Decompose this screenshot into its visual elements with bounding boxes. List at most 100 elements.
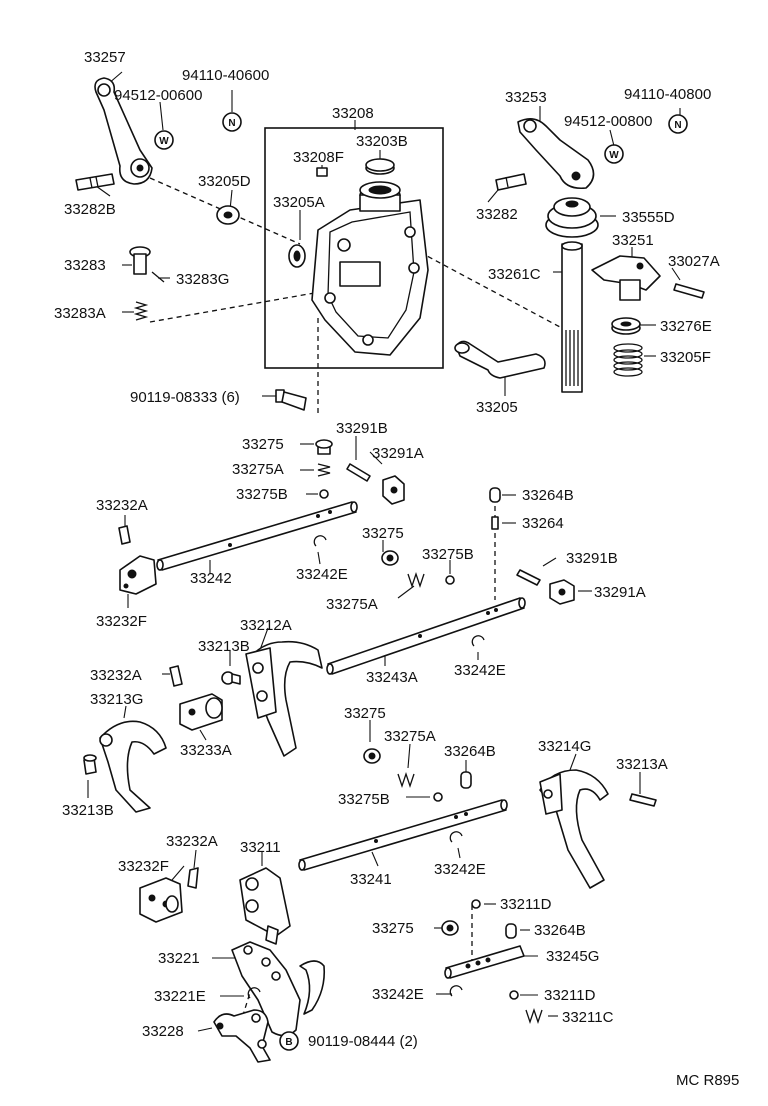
label-90119-08444: 90119-08444 (2)	[308, 1033, 418, 1050]
label-33242E-b: 33242E	[454, 662, 506, 679]
detent-plug-33275-d	[441, 920, 459, 936]
label-33243A: 33243A	[366, 669, 418, 686]
pin-33264B-a	[489, 487, 501, 503]
label-33242E-a: 33242E	[296, 566, 348, 583]
label-33221: 33221	[158, 950, 200, 967]
label-33213B-b: 33213B	[62, 802, 114, 819]
label-33208: 33208	[332, 105, 374, 122]
label-33264B-c: 33264B	[534, 922, 586, 939]
pin-33282	[495, 173, 527, 191]
part-labels: 33257 94110-40600 94512-00600 33282B 332…	[54, 49, 739, 1089]
label-94512-00600: 94512-00600	[114, 87, 202, 104]
label-33205D: 33205D	[198, 173, 251, 190]
bolt-33213B-b	[83, 754, 97, 775]
shift-head-33232F	[119, 555, 157, 595]
label-33291A-b: 33291A	[594, 584, 646, 601]
label-33203B: 33203B	[356, 133, 408, 150]
snap-ring-33242E-c	[449, 831, 463, 843]
label-33208F: 33208F	[293, 149, 344, 166]
pin-33283G	[151, 271, 165, 283]
label-33251: 33251	[612, 232, 654, 249]
shift-fork-33214G	[539, 769, 609, 889]
label-94512-00800: 94512-00800	[564, 113, 652, 130]
label-33211C: 33211C	[562, 1009, 614, 1026]
label-33275A-b: 33275A	[326, 596, 378, 613]
oil-seal-33205A	[288, 244, 306, 268]
shift-rail-33241	[298, 799, 508, 871]
snap-ring-33242E-d	[449, 985, 463, 997]
pin-33264	[491, 516, 499, 530]
spring-33275A-b	[407, 571, 425, 589]
shift-shaft-33261C	[561, 241, 583, 393]
svg-text:W: W	[159, 136, 169, 147]
label-33275-c: 33275	[344, 705, 386, 722]
bolt-33213B-a	[221, 671, 241, 685]
label-33205A: 33205A	[273, 194, 325, 211]
housing-group-box	[264, 127, 444, 369]
svg-text:B: B	[285, 1037, 292, 1048]
label-33211D-b: 33211D	[544, 987, 596, 1004]
label-33242E-d: 33242E	[372, 986, 424, 1003]
label-33245G: 33245G	[546, 948, 599, 965]
label-33232A-c: 33232A	[166, 833, 218, 850]
svg-text:W: W	[609, 150, 619, 161]
shift-fork-33221	[231, 941, 326, 1037]
label-94110-40600: 94110-40600	[182, 67, 269, 84]
label-90119-08333: 90119-08333 (6)	[130, 389, 240, 406]
label-33264B-b: 33264B	[444, 743, 496, 760]
detent-plug-33275-c	[363, 748, 381, 764]
label-33555D: 33555D	[622, 209, 675, 226]
seal-33203B	[365, 158, 395, 175]
symbol-n-40800: N	[668, 114, 688, 134]
label-33212A: 33212A	[240, 617, 292, 634]
label-33264B-a: 33264B	[522, 487, 574, 504]
ball-33275B-b	[445, 575, 455, 585]
label-33241: 33241	[350, 871, 392, 888]
ball-33211D-a	[471, 899, 481, 909]
ball-33275B-c	[433, 792, 443, 802]
snap-ring-33242E-b	[471, 635, 485, 647]
shift-lever-33257	[94, 77, 153, 185]
label-33205: 33205	[476, 399, 518, 416]
label-33211D-a: 33211D	[500, 896, 552, 913]
spring-33205F	[613, 343, 643, 377]
label-33275-d: 33275	[372, 920, 414, 937]
svg-text:N: N	[228, 118, 235, 129]
label-33213G: 33213G	[90, 691, 143, 708]
label-33213B-a: 33213B	[198, 638, 250, 655]
label-33275-b: 33275	[362, 525, 404, 542]
label-33283A: 33283A	[54, 305, 106, 322]
label-33213A: 33213A	[616, 756, 668, 773]
label-33264: 33264	[522, 515, 564, 532]
lever-33228	[213, 1009, 271, 1063]
shift-fork-33213G	[99, 720, 167, 813]
label-33232F-b: 33232F	[118, 858, 169, 875]
pin-33232A-b	[169, 665, 183, 687]
spring-33275A-top	[317, 463, 331, 477]
pin-33264B-b	[460, 771, 472, 789]
label-33242E-c: 33242E	[434, 861, 486, 878]
detent-plug-33275-b	[381, 550, 399, 566]
label-33276E: 33276E	[660, 318, 712, 335]
pin-33282B	[75, 173, 115, 191]
boot-33555D	[545, 197, 599, 238]
symbol-b-08444: B	[279, 1031, 299, 1051]
snap-ring-33221E	[247, 987, 261, 999]
label-33282B: 33282B	[64, 201, 116, 218]
lever-33251	[591, 255, 661, 301]
label-33242: 33242	[190, 570, 232, 587]
shift-head-33211	[239, 867, 291, 945]
label-33221E: 33221E	[154, 988, 206, 1005]
washer-33205D	[216, 205, 240, 225]
shift-fork-33212A	[245, 640, 323, 757]
leader-lines	[87, 71, 681, 1032]
shift-head-33232F-b	[139, 877, 183, 923]
ball-33211D-b	[509, 990, 519, 1000]
label-33214G: 33214G	[538, 738, 591, 755]
reference-code: MC R895	[676, 1072, 739, 1089]
detent-plug-33275-top	[315, 439, 333, 455]
label-33282: 33282	[476, 206, 518, 223]
lever-33253	[517, 118, 595, 190]
label-33283G: 33283G	[176, 271, 229, 288]
